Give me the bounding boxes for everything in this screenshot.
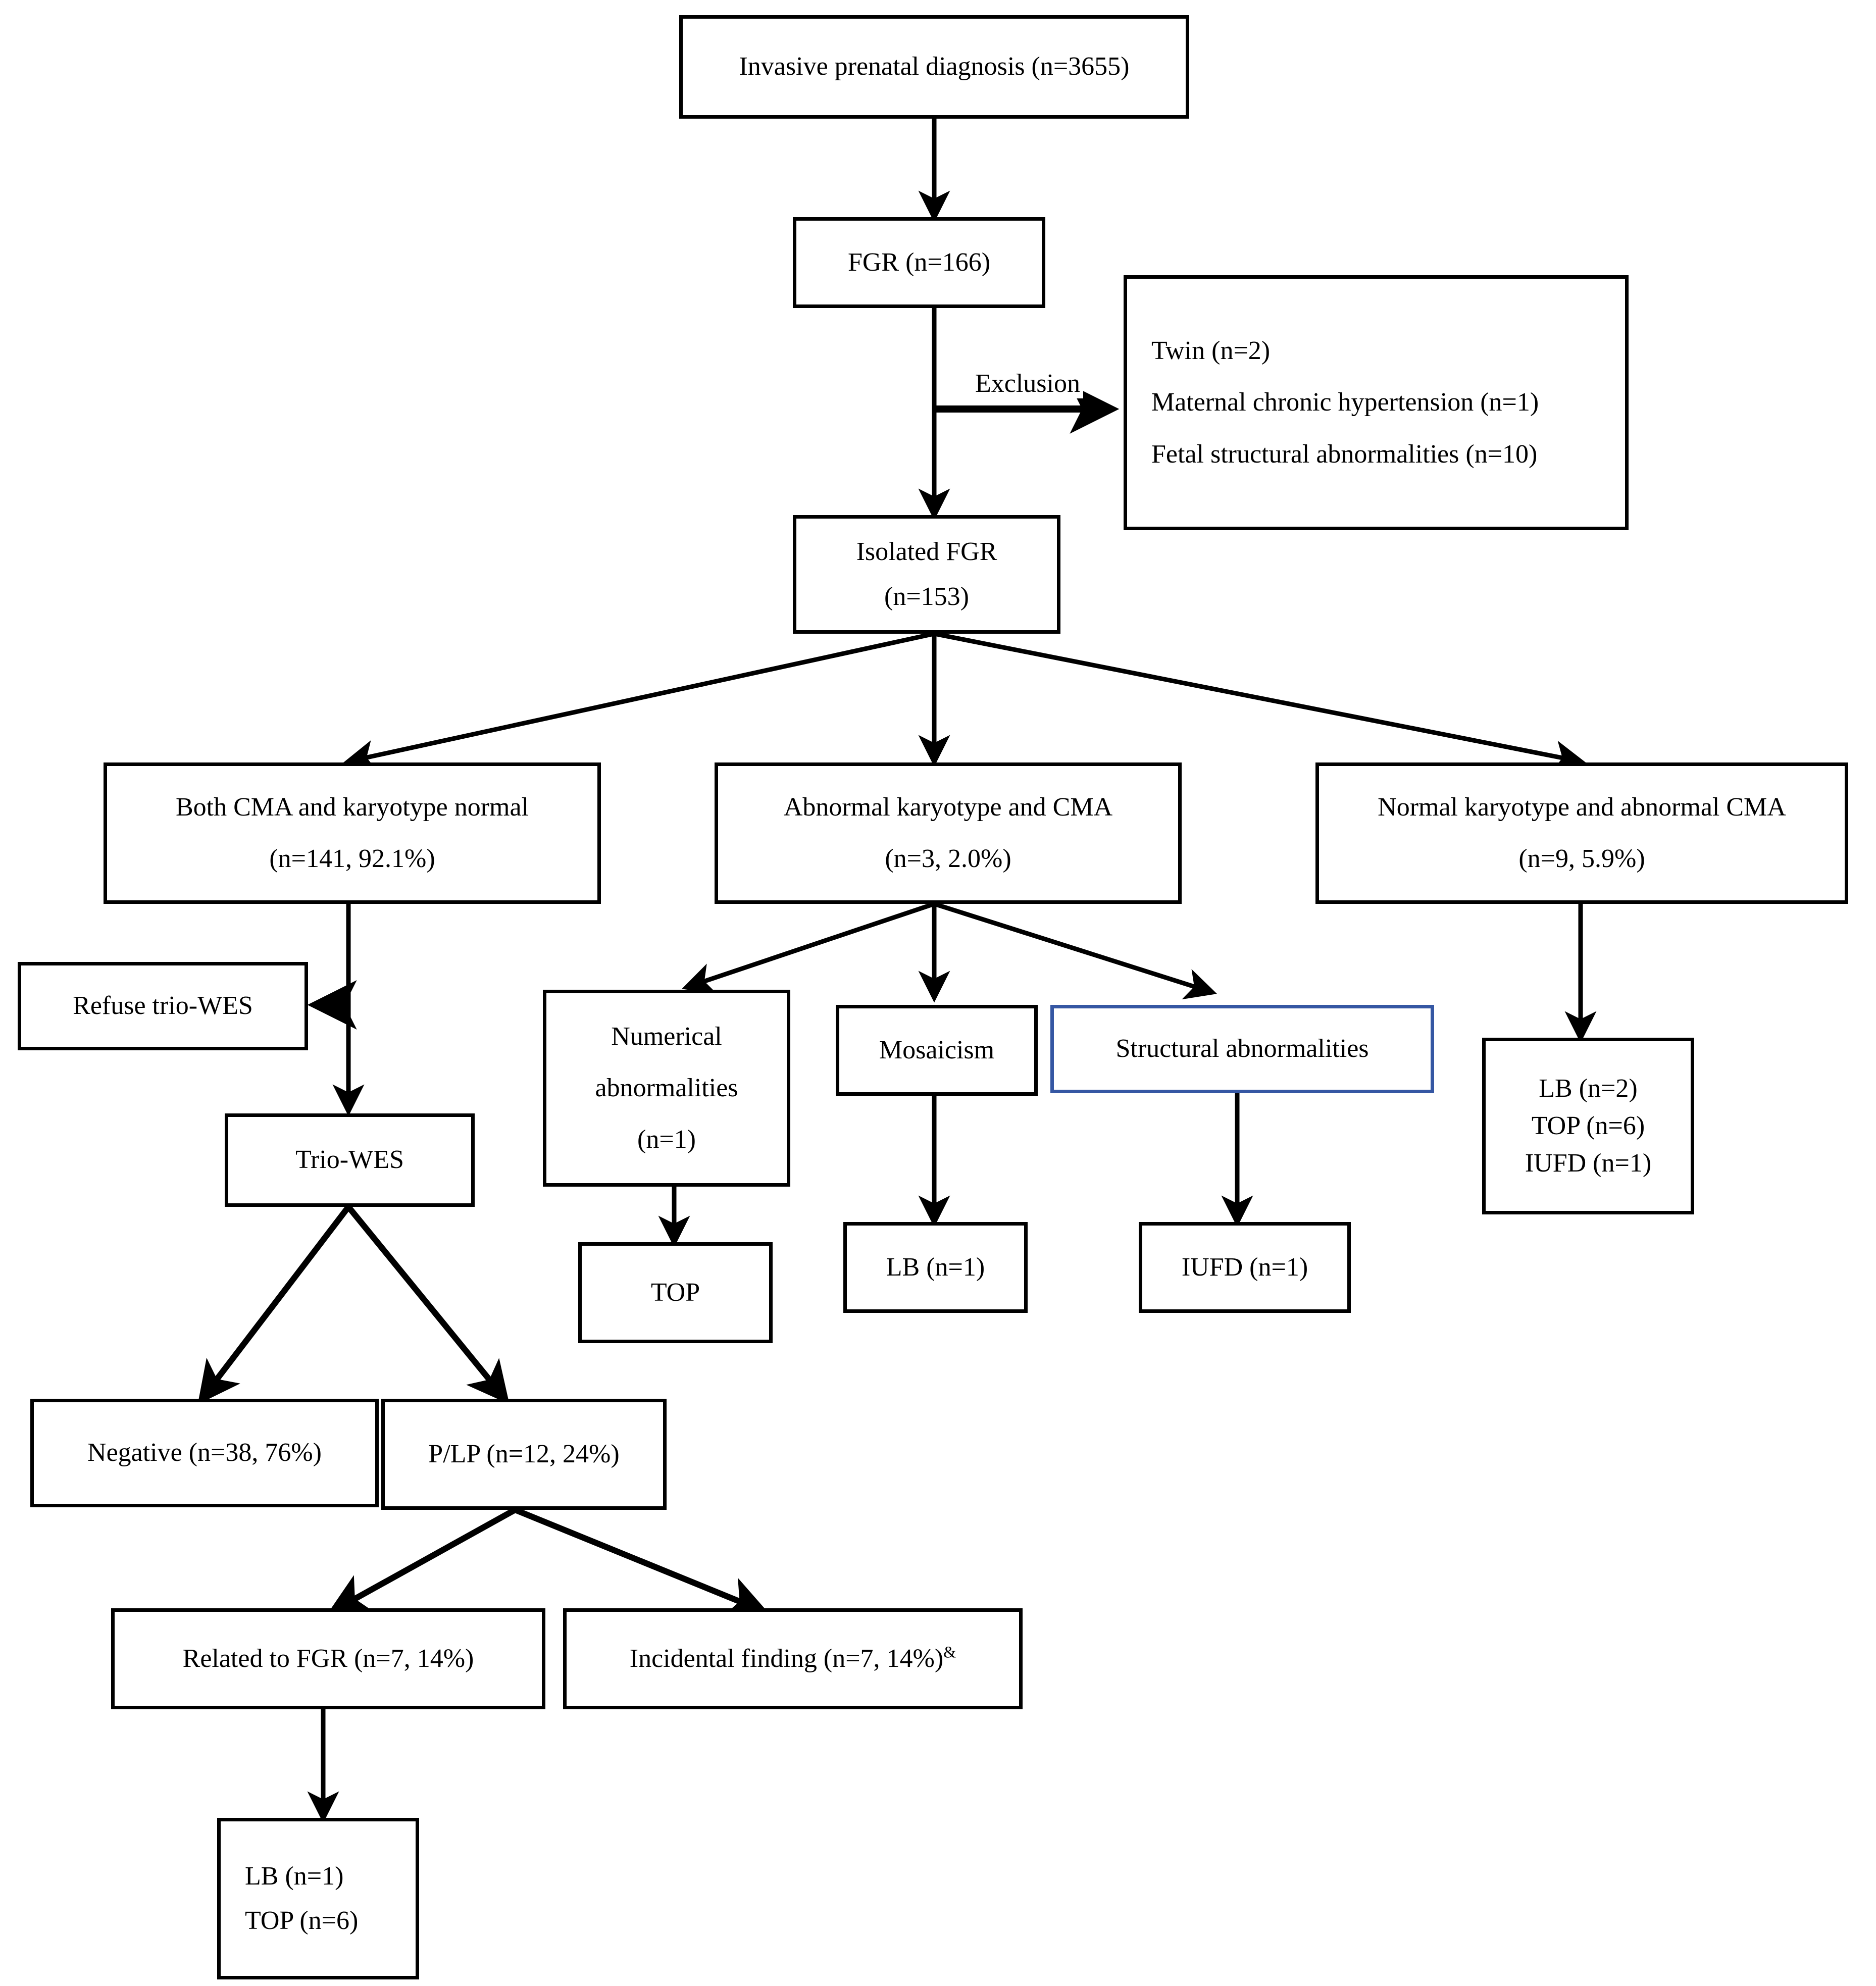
node-outcomes-related-fgr-line1: LB (n=1): [245, 1861, 344, 1891]
node-incidental-finding-superscript: &: [943, 1643, 956, 1661]
node-structural-abnormalities-line1: Structural abnormalities: [1116, 1034, 1369, 1063]
node-mosaicism-line1: Mosaicism: [879, 1035, 995, 1064]
node-exclusion-criteria-line1: Twin (n=2): [1151, 336, 1271, 366]
node-top-numerical-line1: TOP: [650, 1278, 700, 1307]
node-isolated-fgr-line2: (n=153): [884, 582, 969, 611]
node-negative[interactable]: Negative (n=38, 76%): [30, 1399, 379, 1507]
edge-abnormal-to-structural: [933, 901, 1218, 1000]
node-numerical-abnormalities[interactable]: Numerical abnormalities (n=1): [543, 990, 790, 1187]
node-trio-wes[interactable]: Trio-WES: [225, 1113, 475, 1207]
node-exclusion-criteria-line3: Fetal structural abnormalities (n=10): [1151, 439, 1538, 469]
node-normal-karyotype-abnormal-cma-line2: (n=9, 5.9%): [1518, 844, 1645, 873]
node-plp[interactable]: P/LP (n=12, 24%): [381, 1399, 667, 1510]
node-refuse-trio-wes-line1: Refuse trio-WES: [73, 991, 253, 1021]
edge-plp-to-related: [327, 1507, 517, 1614]
node-incidental-finding-line1: Incidental finding (n=7, 14%)&: [630, 1644, 956, 1673]
node-mosaicism[interactable]: Mosaicism: [836, 1005, 1038, 1096]
edge-label-exclusion: Exclusion: [972, 369, 1083, 398]
node-outcomes-normal-karyotype-line3: IUFD (n=1): [1525, 1149, 1652, 1178]
node-incidental-finding[interactable]: Incidental finding (n=7, 14%)&: [563, 1608, 1023, 1709]
node-abnormal-karyotype-and-cma-line1: Abnormal karyotype and CMA: [783, 792, 1113, 822]
node-exclusion-criteria[interactable]: Twin (n=2) Maternal chronic hypertension…: [1124, 275, 1629, 530]
node-trio-wes-line1: Trio-WES: [295, 1145, 404, 1175]
node-exclusion-criteria-line2: Maternal chronic hypertension (n=1): [1151, 388, 1539, 417]
node-iufd-structural[interactable]: IUFD (n=1): [1139, 1222, 1351, 1313]
node-isolated-fgr-line1: Isolated FGR: [856, 537, 997, 567]
edge-isolated-to-normal-abnormal-cma: [934, 631, 1586, 772]
node-outcomes-related-fgr-line2: TOP (n=6): [245, 1906, 359, 1935]
node-outcomes-normal-karyotype-line2: TOP (n=6): [1531, 1111, 1645, 1140]
edge-isolated-to-both-normal: [343, 631, 935, 772]
node-fgr[interactable]: FGR (n=166): [793, 217, 1045, 308]
node-related-to-fgr-line1: Related to FGR (n=7, 14%): [182, 1644, 474, 1673]
edge-plp-to-incidental: [514, 1507, 769, 1617]
node-top-numerical[interactable]: TOP: [578, 1242, 773, 1343]
node-lb-mosaicism[interactable]: LB (n=1): [843, 1222, 1028, 1313]
edge-abnormal-to-numerical: [682, 901, 935, 994]
node-invasive-prenatal-diagnosis-line1: Invasive prenatal diagnosis (n=3655): [739, 52, 1130, 81]
node-invasive-prenatal-diagnosis[interactable]: Invasive prenatal diagnosis (n=3655): [679, 15, 1189, 119]
node-iufd-structural-line1: IUFD (n=1): [1181, 1252, 1308, 1282]
node-negative-line1: Negative (n=38, 76%): [87, 1438, 322, 1467]
node-numerical-abnormalities-line2: abnormalities: [595, 1073, 738, 1102]
node-plp-line1: P/LP (n=12, 24%): [428, 1439, 620, 1468]
node-outcomes-normal-karyotype[interactable]: LB (n=2) TOP (n=6) IUFD (n=1): [1482, 1038, 1694, 1214]
node-numerical-abnormalities-line1: Numerical: [611, 1022, 722, 1051]
node-fgr-line1: FGR (n=166): [847, 247, 991, 277]
node-incidental-finding-text: Incidental finding (n=7, 14%): [629, 1644, 944, 1673]
node-both-cma-karyotype-normal[interactable]: Both CMA and karyotype normal (n=141, 92…: [104, 762, 601, 904]
node-both-cma-karyotype-normal-line1: Both CMA and karyotype normal: [175, 792, 529, 822]
node-outcomes-related-fgr[interactable]: LB (n=1) TOP (n=6): [217, 1818, 419, 1979]
edge-trio-wes-to-negative: [197, 1205, 351, 1405]
edge-trio-wes-to-plp: [346, 1205, 510, 1404]
node-structural-abnormalities[interactable]: Structural abnormalities: [1050, 1005, 1434, 1093]
node-numerical-abnormalities-line3: (n=1): [637, 1125, 696, 1154]
node-abnormal-karyotype-and-cma[interactable]: Abnormal karyotype and CMA (n=3, 2.0%): [715, 762, 1182, 904]
node-normal-karyotype-abnormal-cma[interactable]: Normal karyotype and abnormal CMA (n=9, …: [1315, 762, 1848, 904]
node-related-to-fgr[interactable]: Related to FGR (n=7, 14%): [111, 1608, 545, 1709]
node-refuse-trio-wes[interactable]: Refuse trio-WES: [18, 962, 308, 1050]
node-abnormal-karyotype-and-cma-line2: (n=3, 2.0%): [885, 844, 1011, 873]
node-normal-karyotype-abnormal-cma-line1: Normal karyotype and abnormal CMA: [1378, 792, 1786, 822]
node-isolated-fgr[interactable]: Isolated FGR (n=153): [793, 515, 1060, 634]
node-outcomes-normal-karyotype-line1: LB (n=2): [1539, 1074, 1638, 1103]
node-both-cma-karyotype-normal-line2: (n=141, 92.1%): [269, 844, 435, 873]
node-lb-mosaicism-line1: LB (n=1): [886, 1252, 985, 1282]
